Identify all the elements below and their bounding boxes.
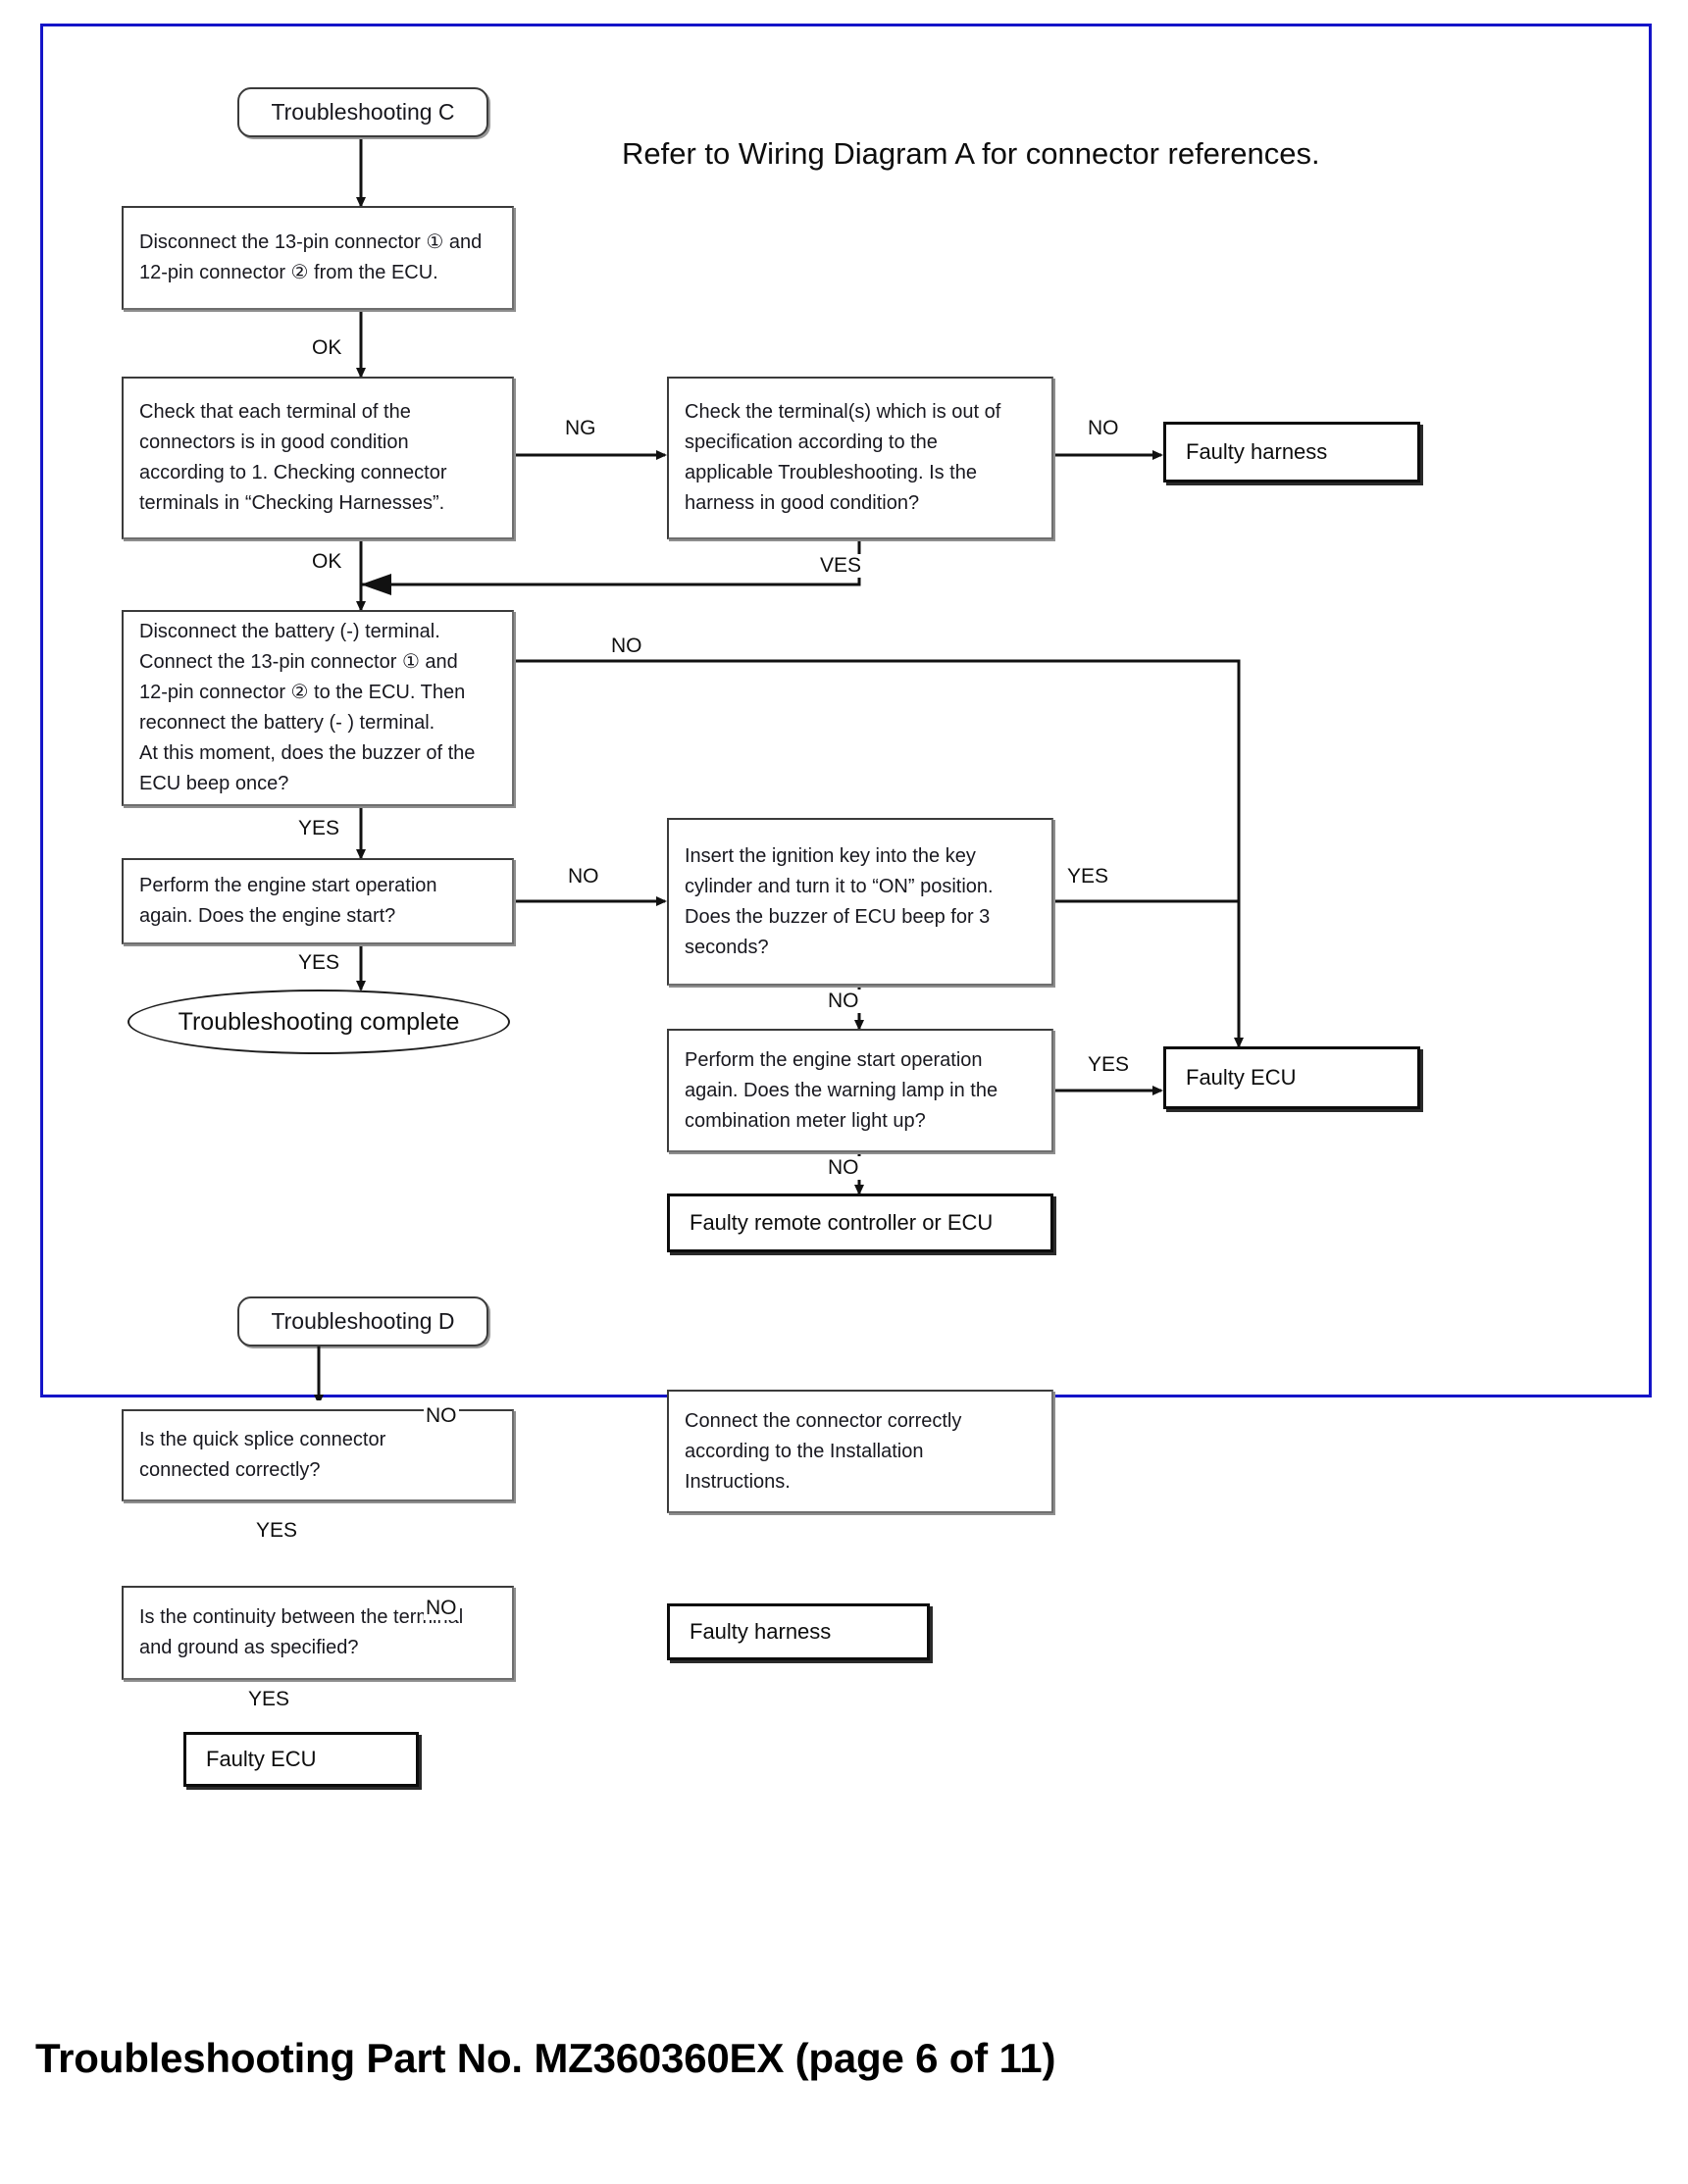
node-faulty-ecu-c[interactable]: Faulty ECU	[1163, 1046, 1420, 1109]
node-faulty-remote-controller-or-ecu[interactable]: Faulty remote controller or ECU	[667, 1194, 1053, 1252]
node-line: Perform the engine start operation	[685, 1048, 983, 1071]
edge-label-yes-2: YES	[296, 817, 342, 840]
node-line: Instructions.	[685, 1470, 791, 1493]
edge-label-yes-1: VES	[818, 554, 864, 578]
node-label: Faulty ECU	[206, 1747, 317, 1771]
node-quick-splice-connector-check[interactable]: Is the quick splice connector connected …	[122, 1409, 514, 1501]
node-label: Faulty ECU	[1186, 1065, 1297, 1090]
node-line: Insert the ignition key into the key	[685, 844, 976, 867]
node-label: Troubleshooting C	[271, 99, 455, 125]
node-line: connected correctly?	[139, 1459, 321, 1481]
node-line: according to 1. Checking connector	[139, 462, 447, 483]
node-line: specification according to the	[685, 432, 938, 453]
page-caption: Troubleshooting Part No. MZ360360EX (pag…	[35, 2035, 1056, 2081]
edge-label-ng-1: NG	[563, 417, 598, 440]
node-line: seconds?	[685, 936, 769, 958]
node-warning-lamp-check[interactable]: Perform the engine start operation again…	[667, 1029, 1053, 1152]
edge-label-yes-4: YES	[296, 951, 342, 975]
node-troubleshooting-c-start[interactable]: Troubleshooting C	[237, 87, 488, 137]
node-line: Is the continuity between the terminal	[139, 1606, 464, 1628]
node-line: Is the quick splice connector	[139, 1429, 386, 1450]
node-line: Does the buzzer of ECU beep for 3	[685, 905, 991, 928]
node-line: reconnect the battery (- ) terminal.	[139, 712, 435, 734]
node-line: Connect the connector correctly	[685, 1409, 962, 1432]
node-line: combination meter light up?	[685, 1109, 926, 1132]
node-line: according to the Installation	[685, 1440, 924, 1462]
edge-label-yes-5: YES	[1086, 1053, 1132, 1077]
node-troubleshooting-complete[interactable]: Troubleshooting complete	[128, 990, 510, 1054]
node-line: Perform the engine start operation	[139, 875, 437, 896]
edge-label-no-1: NO	[1086, 417, 1121, 440]
node-troubleshooting-d-start[interactable]: Troubleshooting D	[237, 1296, 488, 1346]
node-line: harness in good condition?	[685, 492, 920, 514]
node-line: Check that each terminal of the	[139, 401, 411, 423]
edge-label-ok-2: OK	[310, 550, 344, 574]
node-line: Disconnect the battery (-) terminal.	[139, 621, 440, 642]
node-ignition-key-on-buzzer[interactable]: Insert the ignition key into the key cyl…	[667, 818, 1053, 986]
node-line: applicable Troubleshooting. Is the	[685, 462, 977, 483]
edge-label-d-no-2: NO	[424, 1597, 459, 1620]
node-disconnect-connectors[interactable]: Disconnect the 13-pin connector ① and 12…	[122, 206, 514, 310]
edge-label-d-yes-2: YES	[246, 1688, 292, 1711]
node-faulty-ecu-d[interactable]: Faulty ECU	[183, 1732, 419, 1787]
node-line: again. Does the warning lamp in the	[685, 1079, 998, 1101]
node-check-out-of-spec-terminal[interactable]: Check the terminal(s) which is out of sp…	[667, 377, 1053, 539]
edge-label-d-yes-1: YES	[254, 1519, 300, 1543]
node-line: Disconnect the 13-pin connector ① and	[139, 231, 483, 253]
node-line: At this moment, does the buzzer of the	[139, 742, 476, 764]
node-label: Faulty harness	[690, 1619, 832, 1644]
node-connect-connector-correctly[interactable]: Connect the connector correctly accordin…	[667, 1390, 1053, 1513]
node-reconnect-battery-buzzer[interactable]: Disconnect the battery (-) terminal. Con…	[122, 610, 514, 806]
edge-label-no-4: NO	[826, 990, 861, 1013]
node-label: Troubleshooting complete	[178, 1007, 460, 1036]
node-label: Faulty remote controller or ECU	[690, 1210, 994, 1235]
node-line: connectors is in good condition	[139, 432, 409, 453]
node-line: ECU beep once?	[139, 773, 289, 794]
node-label: Faulty harness	[1186, 439, 1328, 464]
node-line: again. Does the engine start?	[139, 905, 396, 927]
node-line: 12-pin connector ② to the ECU. Then	[139, 682, 466, 703]
node-line: terminals in “Checking Harnesses”.	[139, 492, 445, 514]
edge-label-no-3: NO	[566, 865, 601, 889]
node-line: and ground as specified?	[139, 1637, 359, 1658]
edge-label-ok-1: OK	[310, 336, 344, 360]
edge-label-no-2: NO	[609, 635, 644, 658]
edge-label-yes-3: YES	[1065, 865, 1111, 889]
edge-label-d-no-1: NO	[424, 1404, 459, 1428]
node-faulty-harness-c[interactable]: Faulty harness	[1163, 422, 1420, 483]
node-line: 12-pin connector ② from the ECU.	[139, 262, 438, 283]
node-check-terminal-condition[interactable]: Check that each terminal of the connecto…	[122, 377, 514, 539]
node-line: Check the terminal(s) which is out of	[685, 401, 1001, 423]
wiring-diagram-note: Refer to Wiring Diagram A for connector …	[622, 136, 1320, 171]
page-border-frame: Troubleshooting C Disconnect the 13-pin …	[40, 24, 1652, 1787]
edge-label-no-5: NO	[826, 1156, 861, 1180]
node-label: Troubleshooting D	[271, 1308, 455, 1334]
node-line: cylinder and turn it to “ON” position.	[685, 875, 994, 897]
node-line: Connect the 13-pin connector ① and	[139, 651, 458, 673]
node-engine-start-again[interactable]: Perform the engine start operation again…	[122, 858, 514, 944]
node-faulty-harness-d[interactable]: Faulty harness	[667, 1603, 930, 1660]
